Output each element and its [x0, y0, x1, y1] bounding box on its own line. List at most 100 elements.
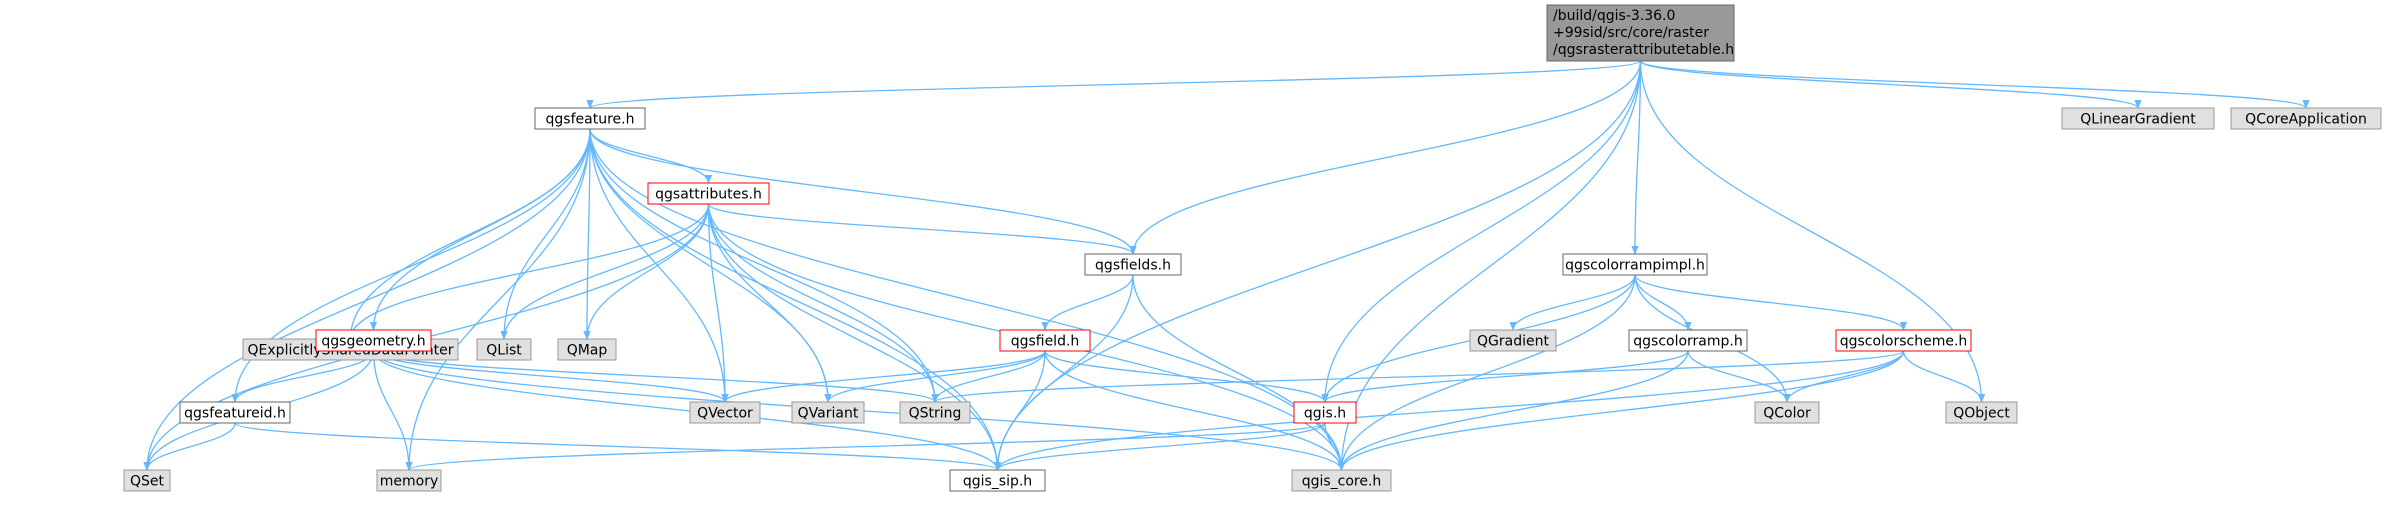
node-qcoreapplication[interactable]: QCoreApplication: [2230, 107, 2382, 130]
node-qgsattributes[interactable]: qgsattributes.h: [647, 182, 770, 205]
node-box: [1562, 253, 1708, 276]
node-qgscolorrampimpl[interactable]: qgscolorrampimpl.h: [1562, 253, 1708, 276]
edge-qgsfield-to-qstring: [931, 350, 1046, 403]
node-label: QSet: [130, 474, 165, 490]
node-box: [476, 338, 532, 361]
node-label: qgsgeometry.h: [321, 334, 425, 350]
edge-qgscolorrampimpl-to-qgradient: [1509, 274, 1636, 331]
node-label: qgis_sip.h: [963, 474, 1032, 490]
node-label: memory: [380, 474, 439, 490]
node-qvector[interactable]: QVector: [689, 401, 761, 424]
node-qgis_core[interactable]: qgis_core.h: [1291, 469, 1392, 492]
node-label: qgscolorscheme.h: [1840, 334, 1968, 350]
node-label: qgsfields.h: [1095, 258, 1171, 274]
edge-root-to-qgis: [1321, 60, 1642, 403]
node-label: QGradient: [1477, 334, 1549, 350]
node-qobject[interactable]: QObject: [1945, 401, 2018, 424]
node-label: QObject: [1953, 406, 2010, 422]
edge-qgsattributes-to-qvariant: [707, 203, 832, 403]
edge-qgsattributes-to-qstring: [707, 203, 939, 403]
node-box: [949, 469, 1046, 492]
edge-qgscolorscheme-to-qstring: [931, 350, 1905, 403]
edge-qgscolorramp-to-qgis: [1321, 350, 1689, 403]
node-label: qgsfeatureid.h: [184, 406, 286, 422]
node-box: [2061, 107, 2215, 130]
edge-qgsattributes-to-qlist: [500, 203, 710, 340]
node-box: [376, 469, 442, 492]
edge-qgscolorrampimpl-to-qgis_core: [1337, 274, 1636, 471]
edge-root-to-qcoreapplication: [1639, 60, 2310, 109]
edge-root-to-qgsfeature: [586, 60, 1642, 109]
edge-qgsfields-to-qgis_core: [1132, 274, 1346, 471]
node-box: [315, 329, 432, 352]
edge-root-to-qlineargradient: [1639, 60, 2142, 109]
edge-qgsfield-to-qgis_core: [1044, 350, 1346, 471]
edge-qgis-to-memory: [405, 422, 1326, 471]
edge-qgscolorramp-to-qgis_core: [1337, 350, 1689, 471]
node-label: QVector: [697, 406, 753, 422]
node-box: [1293, 401, 1357, 424]
node-layer: /build/qgis-3.36.0+99sid/src/core/raster…: [123, 4, 2382, 492]
node-qgradient[interactable]: QGradient: [1469, 329, 1557, 352]
node-qmap[interactable]: QMap: [557, 338, 617, 361]
node-label: QMap: [567, 343, 608, 359]
node-qgscolorramp[interactable]: qgscolorramp.h: [1628, 329, 1748, 352]
edge-qgsattributes-to-qgis_sip: [707, 203, 1002, 471]
edge-qgscolorrampimpl-to-qgscolorscheme: [1634, 274, 1908, 331]
node-label: /qgsrasterattributetable.h: [1553, 42, 1734, 58]
node-box: [1291, 469, 1392, 492]
node-box: [647, 182, 770, 205]
node-qlineargradient[interactable]: QLinearGradient: [2061, 107, 2215, 130]
node-box: [557, 338, 617, 361]
edge-qgsfeature-to-qgsfields: [589, 128, 1137, 255]
edge-qgscolorscheme-to-qgis_core: [1337, 350, 1905, 471]
node-box: [1469, 329, 1557, 352]
node-qset[interactable]: QSet: [123, 469, 171, 492]
node-box: [1835, 329, 1972, 352]
node-box: [1546, 4, 1735, 62]
edge-qgsfeatureid-to-qset: [143, 422, 236, 471]
node-label: qgsattributes.h: [655, 187, 762, 203]
edge-root-to-qgsfields: [1129, 60, 1642, 255]
edge-qgsfeature-to-qgsgeometry: [369, 128, 591, 331]
node-qgscolorscheme[interactable]: qgscolorscheme.h: [1835, 329, 1972, 352]
node-label: +99sid/src/core/raster: [1553, 25, 1709, 41]
node-qvariant[interactable]: QVariant: [791, 401, 865, 424]
node-label: qgsfield.h: [1011, 334, 1080, 350]
edge-qgsfield-to-qgis: [1044, 350, 1329, 403]
node-label: qgscolorrampimpl.h: [1565, 258, 1705, 274]
node-qlist[interactable]: QList: [476, 338, 532, 361]
node-box: [2230, 107, 2382, 130]
edge-root-to-qgis_core: [1337, 60, 1642, 471]
node-box: [899, 401, 971, 424]
edge-qgsfeatureid-to-qgis_sip: [234, 422, 1001, 471]
node-box: [123, 469, 171, 492]
node-qgsfields[interactable]: qgsfields.h: [1084, 253, 1182, 276]
edge-qgsfeature-to-qgsattributes: [589, 128, 713, 184]
node-qgsgeometry[interactable]: qgsgeometry.h: [315, 329, 432, 352]
node-box: [1084, 253, 1182, 276]
node-box: [534, 107, 646, 130]
node-label: qgis_core.h: [1302, 474, 1382, 490]
edge-root-to-qgscolorrampimpl: [1631, 60, 1642, 255]
node-qgis_sip[interactable]: qgis_sip.h: [949, 469, 1046, 492]
node-qcolor[interactable]: QColor: [1754, 401, 1820, 424]
node-memory[interactable]: memory: [376, 469, 442, 492]
edge-qgsfield-to-qgis_sip: [993, 350, 1046, 471]
node-box: [689, 401, 761, 424]
node-qgis[interactable]: qgis.h: [1293, 401, 1357, 424]
node-qgsfeature[interactable]: qgsfeature.h: [534, 107, 646, 130]
node-qstring[interactable]: QString: [899, 401, 971, 424]
edge-qgsfeature-to-qmap: [583, 128, 591, 340]
node-label: QString: [909, 406, 962, 422]
edge-qgscolorscheme-to-qgis_sip: [994, 350, 1905, 471]
node-label: QColor: [1763, 406, 1811, 422]
node-box: [791, 401, 865, 424]
node-root[interactable]: /build/qgis-3.36.0+99sid/src/core/raster…: [1546, 4, 1735, 62]
node-qgsfield[interactable]: qgsfield.h: [999, 329, 1091, 352]
edge-qgis-to-qgis_sip: [994, 422, 1326, 471]
edge-qgsattributes-to-qexplicitly: [346, 203, 710, 340]
node-qgsfeatureid[interactable]: qgsfeatureid.h: [179, 401, 291, 424]
node-label: QLinearGradient: [2080, 112, 2196, 128]
node-box: [1945, 401, 2018, 424]
